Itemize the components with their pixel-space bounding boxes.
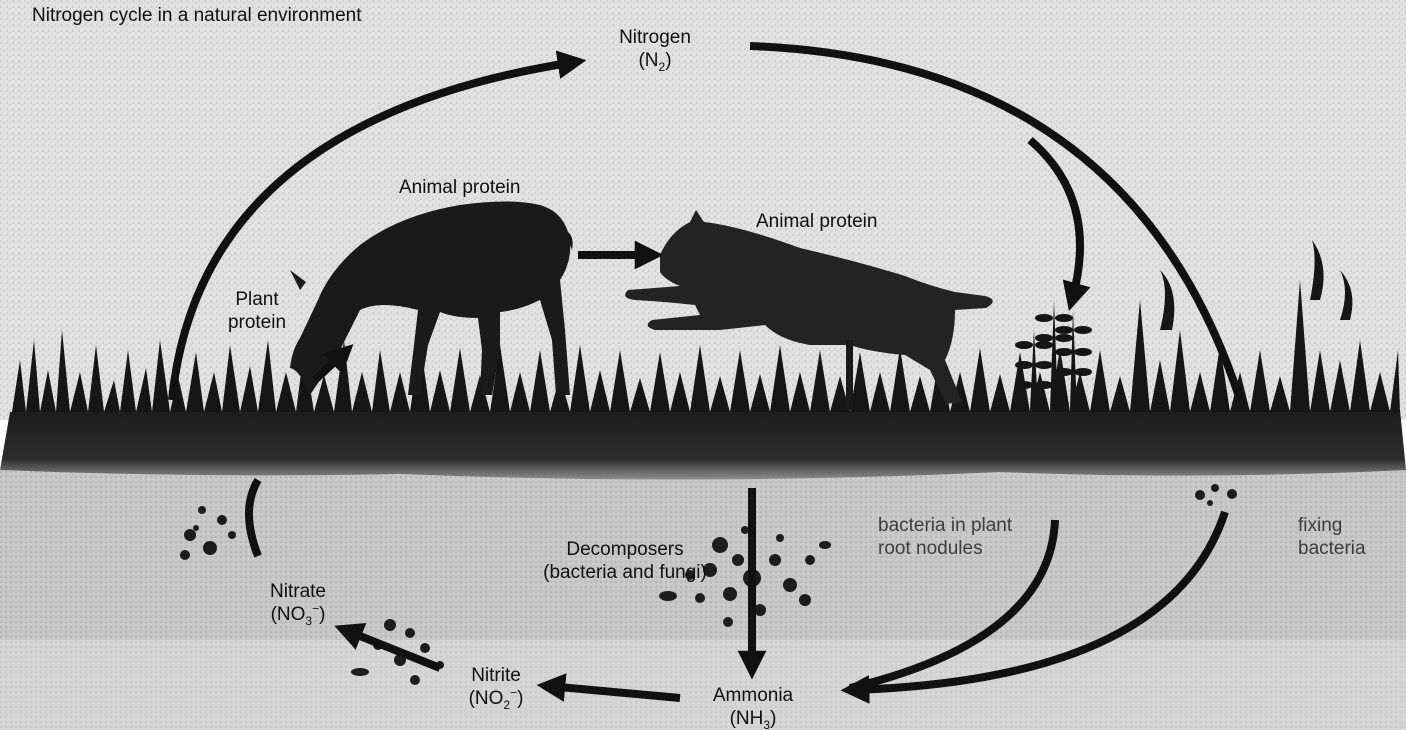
animal-protein-deer-label: Animal protein	[399, 176, 520, 199]
ammonia-label: Ammonia (NH3)	[693, 684, 813, 730]
nitrate-formula: (NO3−)	[248, 603, 348, 626]
animal-protein-wolf-label: Animal protein	[756, 210, 877, 233]
root-nodule-bacteria-label: bacteria in plant root nodules	[878, 514, 1012, 560]
nitrite-label: Nitrite (NO2−)	[446, 664, 546, 710]
fence-post	[846, 340, 853, 410]
soil-band	[0, 410, 1406, 480]
fixing-bacteria-label: fixing bacteria	[1298, 514, 1366, 560]
nitrogen-formula: (N2)	[600, 49, 710, 72]
nitrogen-name: Nitrogen	[600, 26, 710, 49]
decomposers-label: Decomposers (bacteria and fungi)	[515, 538, 735, 584]
nitrogen-label: Nitrogen (N2)	[600, 26, 710, 72]
nitrite-formula: (NO2−)	[446, 687, 546, 710]
plant-protein-label: Plant protein	[212, 288, 302, 334]
ammonia-formula: (NH3)	[693, 707, 813, 730]
nitrate-label: Nitrate (NO3−)	[248, 580, 348, 626]
diagram-title: Nitrogen cycle in a natural environment	[32, 4, 362, 27]
